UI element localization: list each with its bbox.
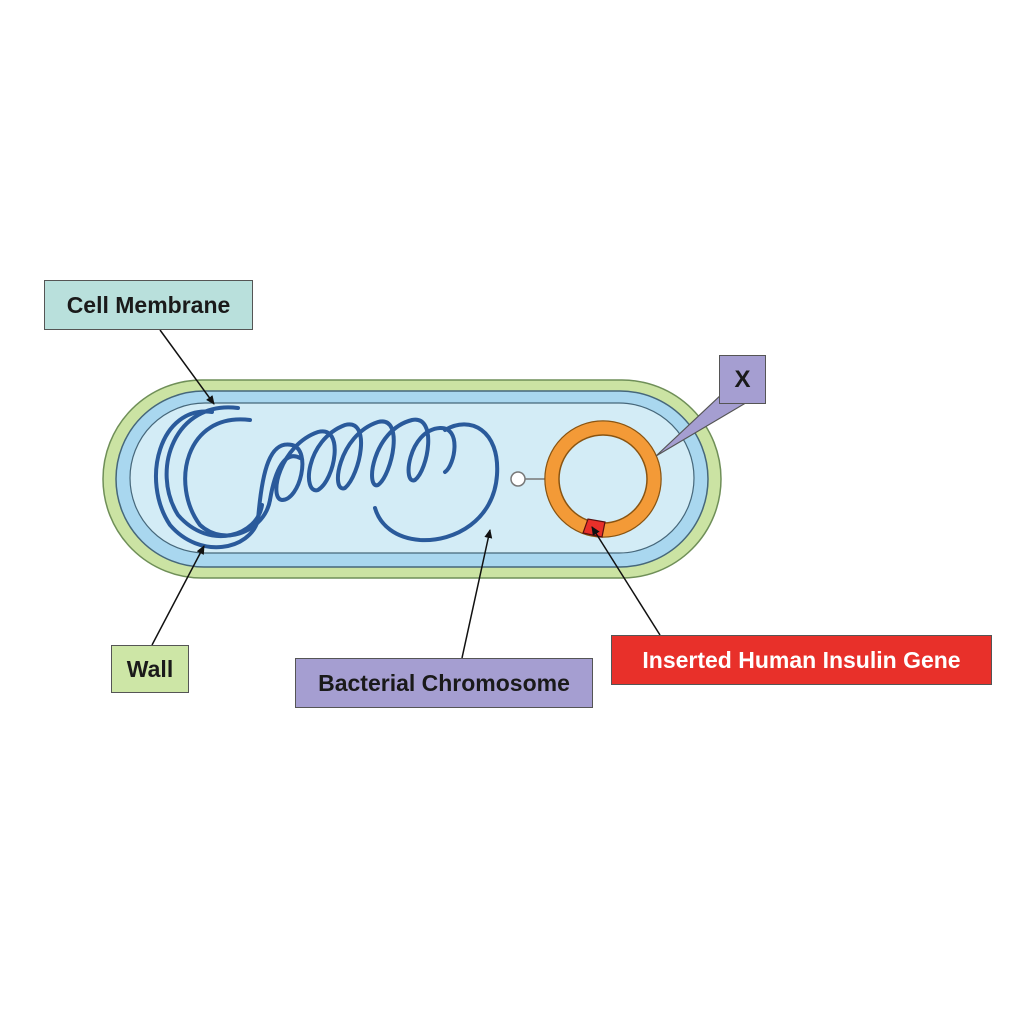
bacterial-chromosome-leader-line: [461, 529, 493, 659]
x-label: X: [719, 355, 766, 404]
tether-knob: [510, 471, 526, 487]
cell-membrane-label: Cell Membrane: [44, 280, 253, 330]
wall-label: Wall: [111, 645, 189, 693]
wall-leader-line: [151, 545, 205, 646]
insulin-gene-leader-line: [591, 526, 661, 636]
cell-membrane-leader-line: [159, 329, 215, 405]
bacterial-chromosome-shape: [154, 405, 500, 550]
insulin-gene-label: Inserted Human Insulin Gene: [611, 635, 992, 685]
plasmid-ring-outer-edge: [544, 420, 662, 538]
bacterial-chromosome-label: Bacterial Chromosome: [295, 658, 593, 708]
